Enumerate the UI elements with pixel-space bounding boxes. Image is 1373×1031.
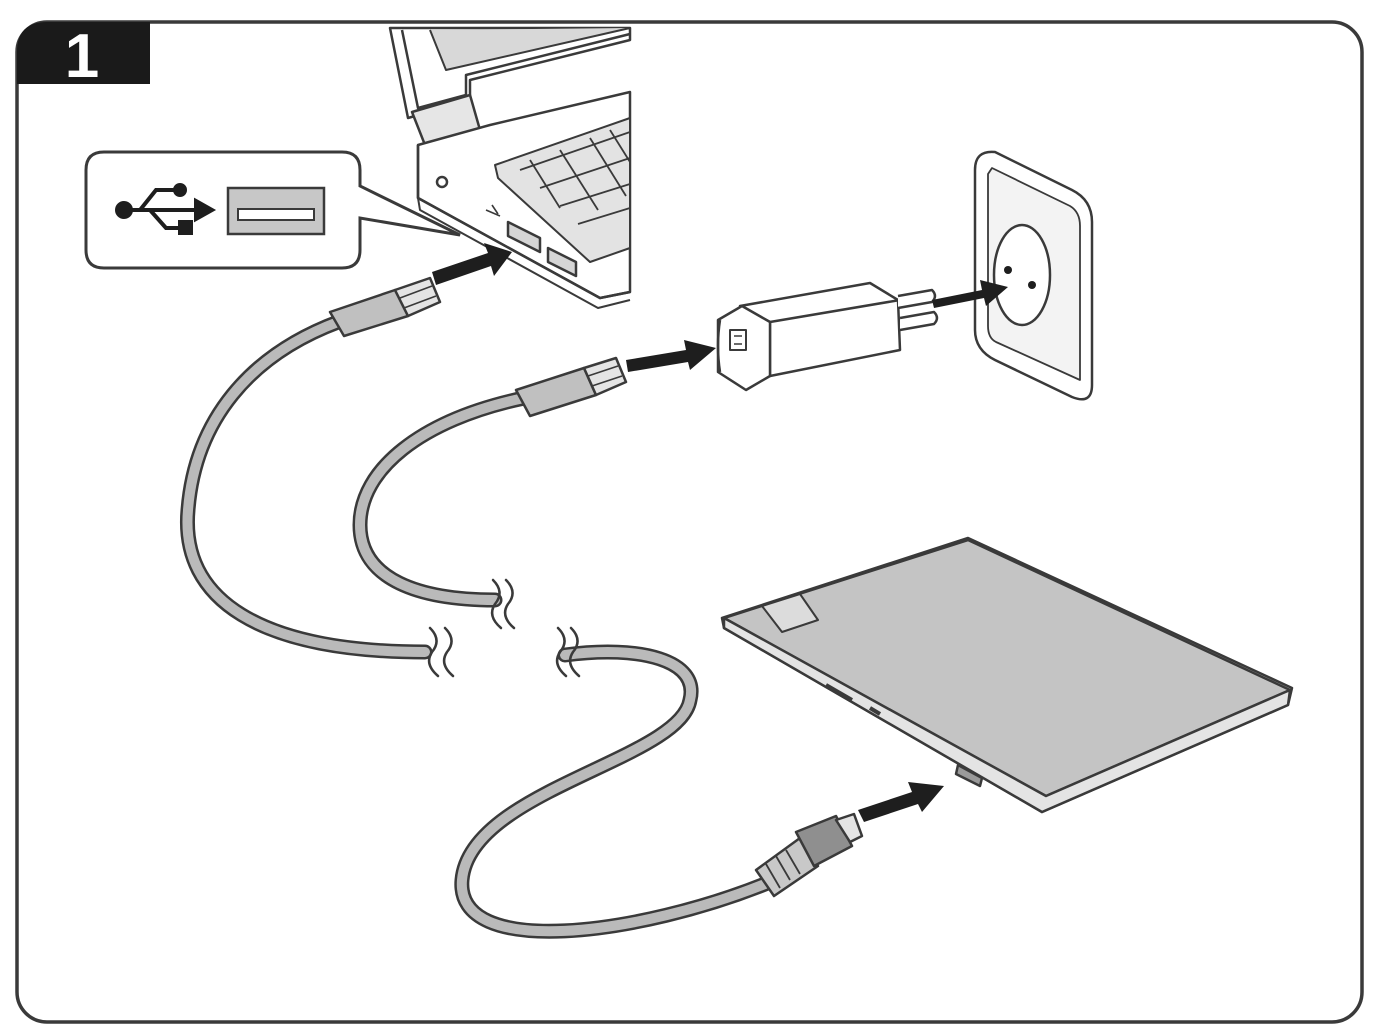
tablet: [720, 536, 1294, 814]
step-number: 1: [65, 22, 99, 91]
laptop-usb-port: [506, 220, 542, 254]
arrow-right-icon: [626, 340, 716, 372]
usb-plug-charger: [514, 356, 628, 418]
micro-usb-plug: [754, 812, 864, 898]
usb-icon: [115, 183, 217, 235]
usb-charger: [716, 281, 939, 392]
usb-cable-charger: [352, 390, 532, 630]
step-badge: 1: [17, 22, 150, 91]
usb-cable-tablet: [454, 626, 778, 939]
tablet-micro-usb-port: [954, 763, 984, 788]
arrow-right-icon: [858, 782, 944, 822]
usb-port-icon: [226, 186, 326, 236]
arrow-right-icon: [932, 280, 1008, 308]
laptop: [388, 26, 632, 309]
arrow-right-icon: [432, 243, 512, 285]
usb-callout: [84, 150, 461, 270]
usb-plug-laptop: [328, 276, 442, 338]
usb-cable-laptop: [179, 314, 455, 678]
wall-socket: [973, 150, 1094, 401]
